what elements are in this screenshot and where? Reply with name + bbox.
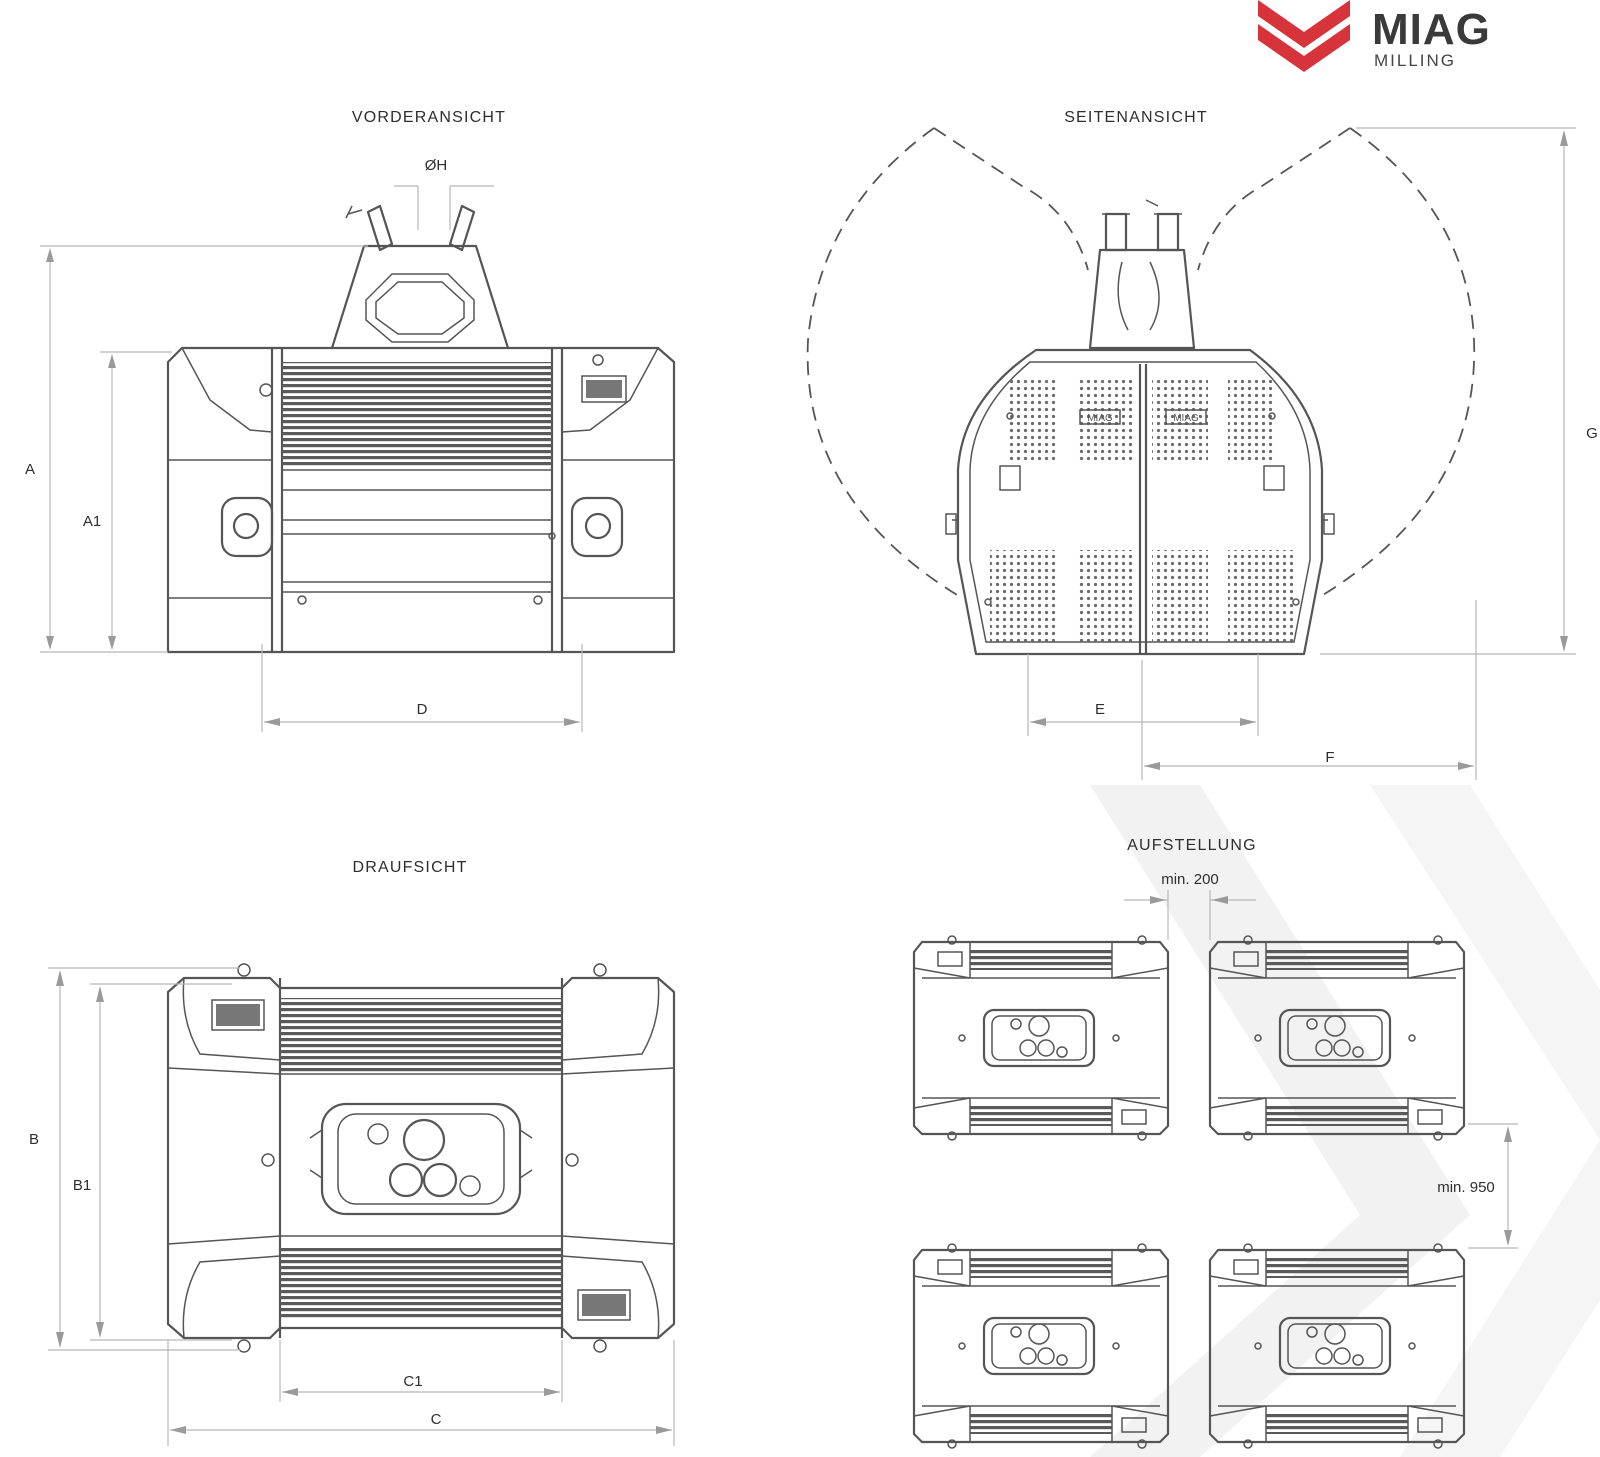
side-view: SEITENANSICHT MIAG MIAG: [806, 109, 1598, 780]
dim-label-d: D: [417, 701, 428, 718]
dim-label-b: B: [29, 1131, 39, 1148]
dim-label-b1: B1: [73, 1177, 91, 1194]
dim-label-oh: ØH: [425, 157, 448, 174]
setup-view-title: AUFSTELLUNG: [1127, 837, 1257, 854]
side-badge-left: MIAG: [1087, 413, 1113, 424]
dim-label-min950: min. 950: [1437, 1179, 1495, 1196]
setup-unit-bottom-left: [912, 1242, 1170, 1450]
miag-logo: MIAG MILLING: [1258, 0, 1491, 72]
setup-unit-top-left: [912, 934, 1170, 1142]
front-view-title: VORDERANSICHT: [352, 109, 506, 126]
dim-label-g: G: [1586, 425, 1598, 442]
brand-name: MIAG: [1372, 5, 1491, 54]
background-chevron: [1090, 785, 1600, 1457]
side-view-title: SEITENANSICHT: [1064, 109, 1208, 126]
top-view: DRAUFSICHT B B1: [29, 859, 676, 1446]
dim-label-c: C: [431, 1411, 442, 1428]
side-badge-right: MIAG: [1173, 413, 1199, 424]
dim-label-min200: min. 200: [1161, 871, 1219, 888]
top-view-title: DRAUFSICHT: [352, 859, 467, 876]
brand-sub: MILLING: [1374, 51, 1456, 70]
dim-label-e: E: [1095, 701, 1105, 718]
dim-label-c1: C1: [403, 1373, 422, 1390]
dim-label-a1: A1: [83, 513, 101, 530]
dim-label-a: A: [25, 461, 35, 478]
front-view: VORDERANSICHT ØH A: [25, 109, 676, 732]
setup-view: AUFSTELLUNG min. 200 min. 950: [912, 837, 1518, 1450]
dim-label-f: F: [1325, 749, 1334, 766]
